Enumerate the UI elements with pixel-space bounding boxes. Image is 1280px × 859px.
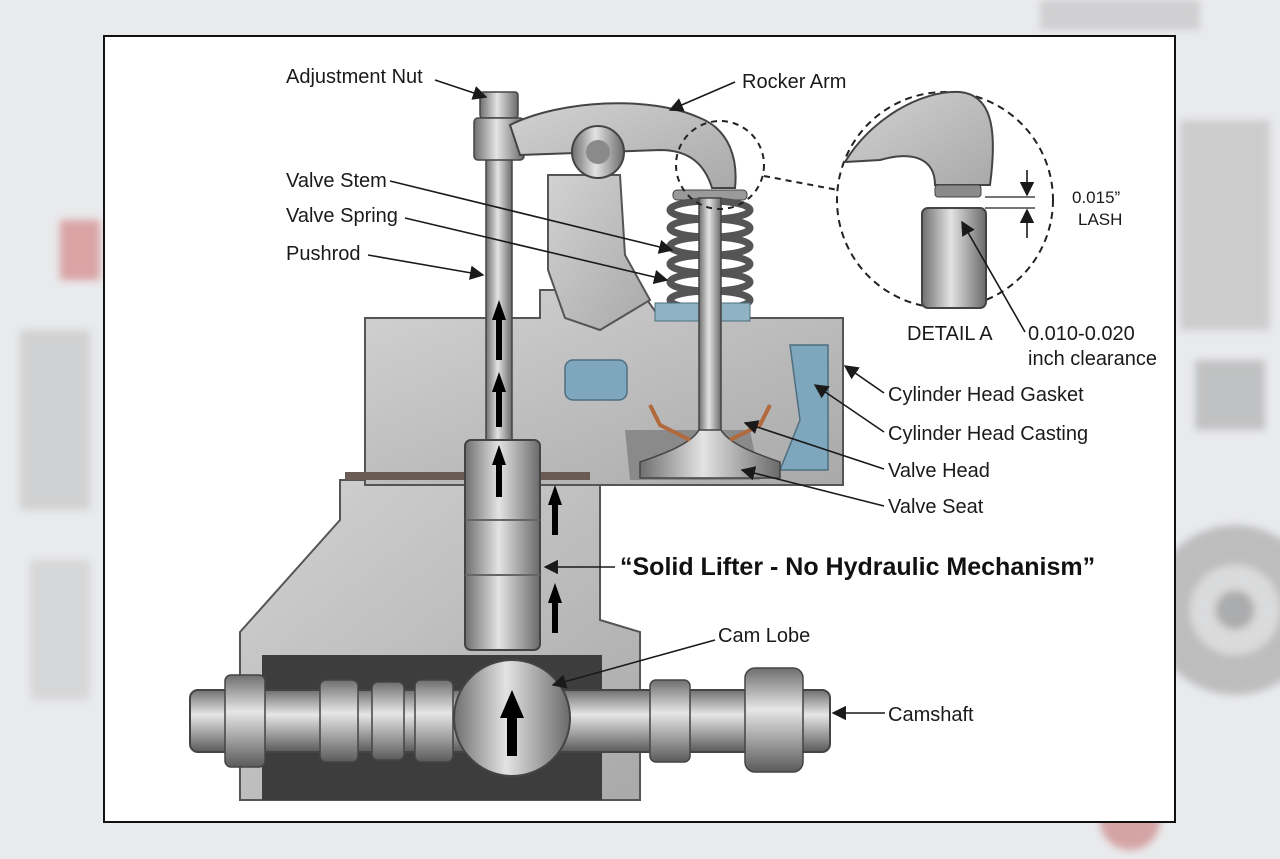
label-clearance-value: 0.010-0.020 bbox=[1028, 323, 1135, 345]
adjustment-nut bbox=[479, 91, 519, 119]
label-valve-spring: Valve Spring bbox=[286, 205, 398, 227]
coolant-passage-right bbox=[778, 344, 829, 471]
caption-solid-lifter: “Solid Lifter - No Hydraulic Mechanism” bbox=[620, 553, 1095, 581]
label-cylinder-head-gasket: Cylinder Head Gasket bbox=[888, 384, 1084, 406]
label-clearance-unit: inch clearance bbox=[1028, 348, 1157, 370]
arrow-up-icon bbox=[492, 300, 562, 756]
valve bbox=[639, 197, 781, 479]
label-lash: LASH bbox=[1078, 210, 1122, 229]
label-adjustment-nut: Adjustment Nut bbox=[286, 66, 423, 88]
detail-a-inset bbox=[675, 90, 1054, 309]
label-cylinder-head-casting: Cylinder Head Casting bbox=[888, 423, 1088, 445]
label-lash-value: 0.015” bbox=[1072, 188, 1121, 207]
label-rocker-arm: Rocker Arm bbox=[742, 71, 846, 93]
label-pushrod: Pushrod bbox=[286, 243, 361, 265]
coolant-passage-left bbox=[564, 359, 628, 401]
leader-lines bbox=[367, 79, 1026, 721]
rocker-pedestal bbox=[547, 174, 652, 332]
label-camshaft: Camshaft bbox=[888, 704, 974, 726]
label-valve-seat: Valve Seat bbox=[888, 496, 984, 518]
label-valve-head: Valve Head bbox=[888, 460, 990, 482]
solid-lifter bbox=[464, 439, 541, 651]
label-detail-a: DETAIL A bbox=[907, 323, 993, 345]
label-valve-stem: Valve Stem bbox=[286, 170, 387, 192]
label-cam-lobe: Cam Lobe bbox=[718, 625, 810, 647]
rocker-arm bbox=[508, 102, 737, 189]
